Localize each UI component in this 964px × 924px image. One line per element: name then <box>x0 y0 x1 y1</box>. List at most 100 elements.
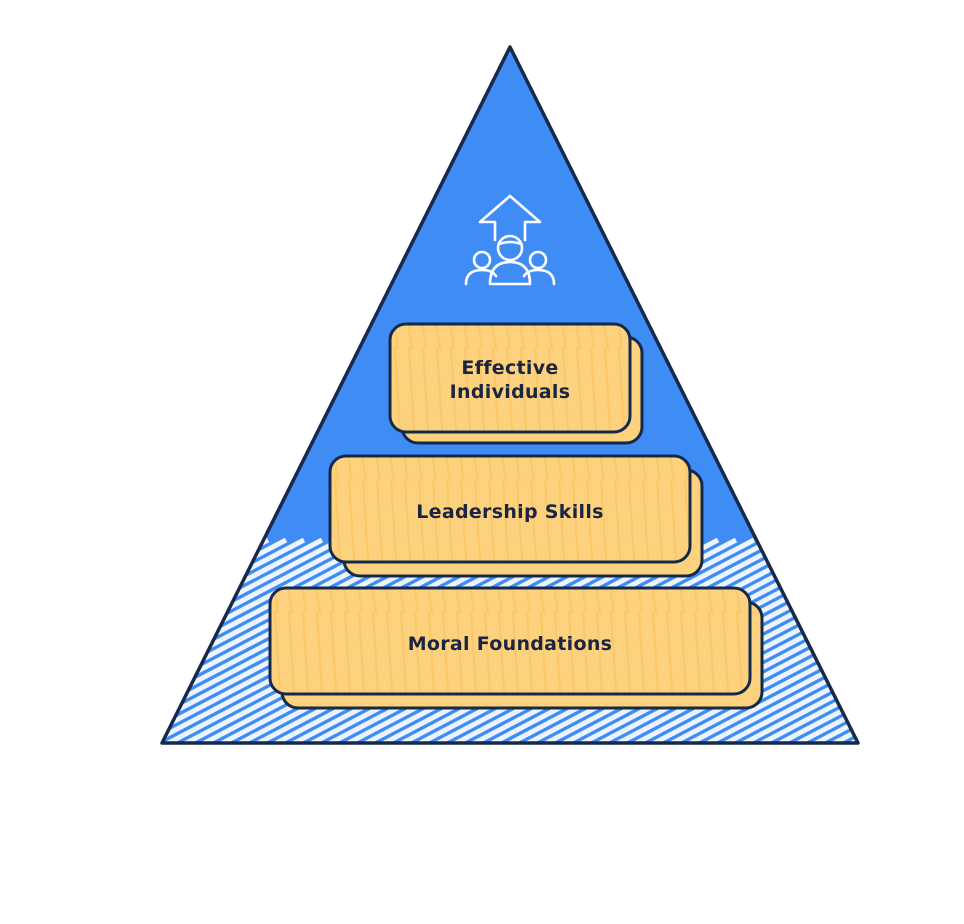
hatch-stroke <box>693 588 702 694</box>
hatch-stroke <box>477 324 486 432</box>
hatch-stroke <box>431 456 440 562</box>
hatch-stroke <box>910 540 964 760</box>
hatch-stroke <box>928 540 964 760</box>
hatch-stroke <box>584 537 858 743</box>
hatch-stroke <box>874 540 964 760</box>
hatch-stroke <box>483 588 492 694</box>
hatch-stroke <box>561 324 570 432</box>
hatch-stroke <box>403 456 412 562</box>
hatch-stroke <box>407 324 416 432</box>
hatch-stroke <box>557 456 566 562</box>
hatch-stroke <box>497 588 506 694</box>
hatch-stroke <box>511 588 520 694</box>
hatch-stroke <box>421 324 430 432</box>
hatch-stroke <box>0 540 70 760</box>
hatch-stroke <box>463 324 472 432</box>
hatch-stroke <box>417 456 426 562</box>
hatch-stroke <box>287 588 296 694</box>
hatch-stroke <box>393 324 402 432</box>
hatch-stroke <box>515 456 524 562</box>
hatch-stroke <box>533 324 542 432</box>
hatch-stroke <box>505 324 514 432</box>
hatch-stroke <box>162 537 180 743</box>
hatch-stroke <box>357 588 366 694</box>
hatch-stroke <box>581 588 590 694</box>
hatch-stroke <box>361 456 370 562</box>
hatch-stroke <box>679 588 688 694</box>
hatch-stroke <box>567 588 576 694</box>
hatch-stroke <box>435 324 444 432</box>
hatch-stroke <box>487 456 496 562</box>
hatch-stroke <box>371 588 380 694</box>
hatch-stroke <box>589 324 598 432</box>
hatch-stroke <box>273 588 282 694</box>
hatch-stroke <box>595 588 604 694</box>
hatch-stroke <box>735 588 744 694</box>
hatch-stroke <box>413 588 422 694</box>
tier-label: Leadership Skills <box>416 501 604 523</box>
hatch-stroke <box>0 540 88 760</box>
hatch-stroke <box>674 537 858 743</box>
tier-label-line1: Effective <box>461 357 558 379</box>
hatch-stroke <box>329 588 338 694</box>
hatch-stroke <box>469 588 478 694</box>
hatch-stroke <box>333 456 342 562</box>
hatch-stroke <box>445 456 454 562</box>
hatch-stroke <box>543 456 552 562</box>
hatch-stroke <box>0 540 16 760</box>
hatch-stroke <box>585 456 594 562</box>
people-growth-icon <box>464 194 556 286</box>
hatch-stroke <box>343 588 352 694</box>
tier-leadership-skills: Leadership Skills <box>328 454 704 578</box>
hatch-stroke <box>525 588 534 694</box>
hatch-stroke <box>656 537 858 743</box>
hatch-stroke <box>892 540 964 760</box>
hatch-stroke <box>617 324 626 432</box>
hatch-stroke <box>575 324 584 432</box>
hatch-stroke <box>491 324 500 432</box>
hatch-stroke <box>613 456 622 562</box>
hatch-stroke <box>547 324 556 432</box>
hatch-stroke <box>347 456 356 562</box>
hatch-stroke <box>315 588 324 694</box>
hatch-stroke <box>162 537 360 743</box>
hatch-stroke <box>0 540 124 760</box>
tier-effective-individuals: Effective Individuals <box>388 322 644 445</box>
hatch-stroke <box>375 456 384 562</box>
tier-label-line2: Individuals <box>450 381 571 403</box>
hatch-stroke <box>0 540 106 760</box>
hatch-stroke <box>501 456 510 562</box>
tier-hatch <box>393 324 626 432</box>
hatch-stroke <box>623 588 632 694</box>
hatch-stroke <box>539 588 548 694</box>
hatch-stroke <box>764 537 858 743</box>
hatch-stroke <box>529 456 538 562</box>
hatch-stroke <box>637 588 646 694</box>
hatch-stroke <box>449 324 458 432</box>
hatch-stroke <box>746 537 858 743</box>
hatch-stroke <box>641 456 650 562</box>
hatch-stroke <box>389 456 398 562</box>
hatch-stroke <box>655 456 664 562</box>
hatch-stroke <box>162 537 342 743</box>
hatch-stroke <box>385 588 394 694</box>
tier-label: Moral Foundations <box>408 633 613 655</box>
hatch-stroke <box>854 537 858 743</box>
hatch-stroke <box>0 540 160 760</box>
hatch-stroke <box>603 324 612 432</box>
tier-hatch <box>333 456 690 562</box>
hatch-stroke <box>609 588 618 694</box>
tier-hatch <box>273 588 750 694</box>
hatch-stroke <box>665 588 674 694</box>
hatch-stroke <box>162 537 324 743</box>
hatch-stroke <box>162 537 198 743</box>
hatch-stroke <box>301 588 310 694</box>
hatch-stroke <box>946 540 964 760</box>
hatch-stroke <box>427 588 436 694</box>
hatch-stroke <box>0 540 142 760</box>
hatch-stroke <box>627 456 636 562</box>
hatch-stroke <box>566 537 858 743</box>
hatch-stroke <box>707 588 716 694</box>
hatch-stroke <box>459 456 468 562</box>
